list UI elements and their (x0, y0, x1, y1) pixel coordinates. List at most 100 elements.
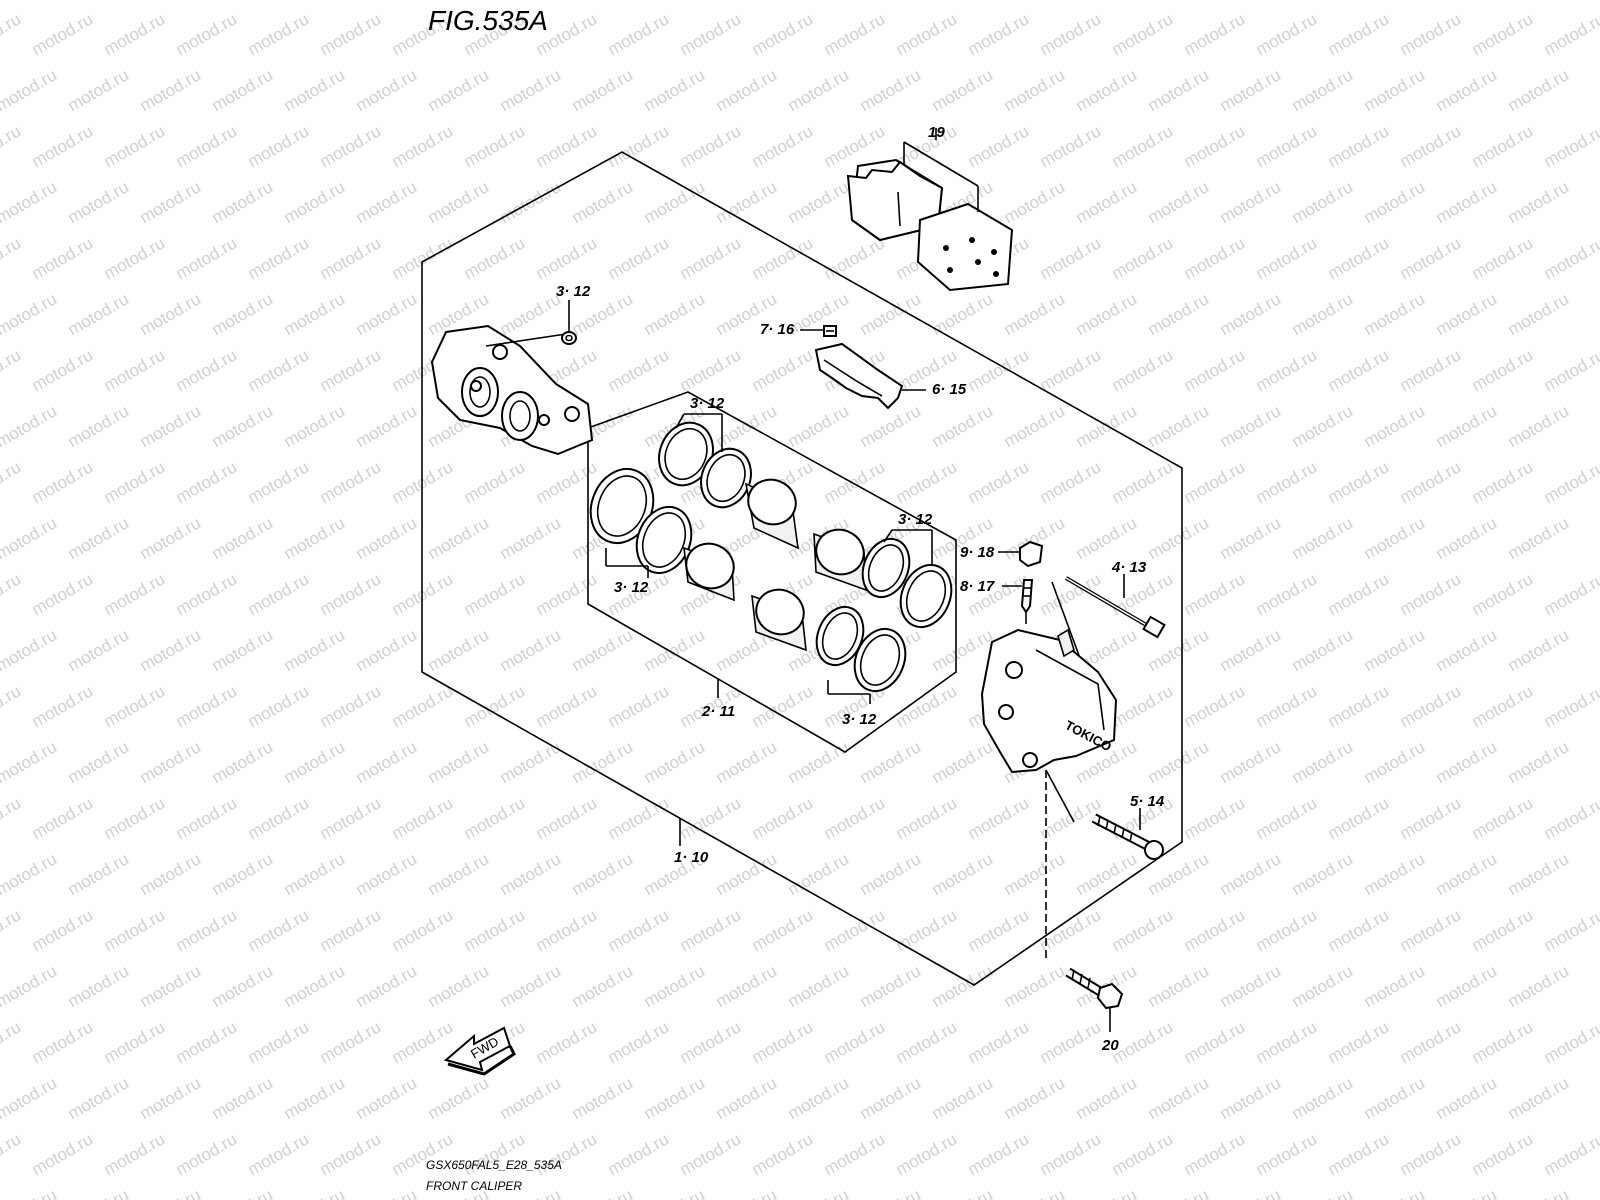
watermark-text: motod.ru (65, 737, 133, 787)
watermark-text: motod.ru (1181, 1129, 1249, 1179)
watermark-text: motod.ru (1145, 737, 1213, 787)
watermark-text: motod.ru (317, 905, 385, 955)
spring-screw[interactable] (823, 325, 837, 337)
watermark-text: motod.ru (1469, 9, 1537, 59)
piston-seals-right[interactable] (854, 532, 960, 635)
watermark-text: motod.ru (1397, 345, 1465, 395)
watermark-text: motod.ru (1289, 513, 1357, 563)
pad-spring[interactable] (814, 342, 904, 410)
watermark-text: motod.ru (641, 1185, 709, 1200)
watermark-text: motod.ru (245, 121, 313, 171)
watermark-text: motod.ru (1361, 401, 1429, 451)
watermark-text: motod.ru (137, 625, 205, 675)
watermark-text: motod.ru (461, 457, 529, 507)
watermark-text: motod.ru (101, 345, 169, 395)
watermark-text: motod.ru (1397, 1129, 1465, 1179)
watermark-text: motod.ru (281, 65, 349, 115)
watermark-text: motod.ru (569, 0, 637, 3)
watermark-text: motod.ru (497, 513, 565, 563)
piston-seals-bottom[interactable] (808, 600, 914, 699)
watermark-text: motod.ru (857, 737, 925, 787)
watermark-text: motod.ru (1181, 9, 1249, 59)
watermark-text: motod.ru (209, 737, 277, 787)
watermark-text: motod.ru (749, 793, 817, 843)
watermark-text: motod.ru (1217, 1073, 1285, 1123)
piston-seals-left[interactable] (580, 460, 701, 582)
watermark-text: motod.ru (29, 233, 97, 283)
pad-pin[interactable] (1064, 576, 1166, 639)
watermark-text: motod.ru (893, 905, 961, 955)
watermark-text: motod.ru (0, 737, 60, 787)
watermark-text: motod.ru (173, 121, 241, 171)
watermark-text: motod.ru (101, 1129, 169, 1179)
watermark-text: motod.ru (353, 289, 421, 339)
watermark-text: motod.ru (1505, 65, 1573, 115)
watermark-text: motod.ru (893, 1129, 961, 1179)
caliper-right-half[interactable]: TOKICO (980, 628, 1118, 774)
watermark-text: motod.ru (353, 0, 421, 3)
watermark-text: motod.ru (1505, 1185, 1573, 1200)
watermark-text: motod.ru (1217, 401, 1285, 451)
watermark-text: motod.ru (1325, 1017, 1393, 1067)
watermark-text: motod.ru (1541, 793, 1600, 843)
bleeder-screw[interactable] (1020, 579, 1034, 624)
watermark-text: motod.ru (641, 0, 709, 3)
caliper-bolt-5[interactable] (1091, 813, 1164, 860)
mounting-bolt-20[interactable] (1065, 967, 1124, 1010)
watermark-text: motod.ru (641, 289, 709, 339)
watermark-text: motod.ru (29, 905, 97, 955)
watermark-text: motod.ru (965, 9, 1033, 59)
watermark-text: motod.ru (1505, 513, 1573, 563)
watermark-text: motod.ru (1325, 345, 1393, 395)
watermark-text: motod.ru (1145, 1185, 1213, 1200)
watermark-text: motod.ru (0, 233, 24, 283)
watermark-text: motod.ru (605, 345, 673, 395)
watermark-text: motod.ru (1073, 401, 1141, 451)
caliper-left-half[interactable] (430, 324, 594, 456)
bleeder-cap[interactable] (1019, 540, 1044, 568)
watermark-text: motod.ru (0, 569, 24, 619)
watermark-text: motod.ru (1073, 65, 1141, 115)
watermark-text: motod.ru (137, 0, 205, 3)
watermark-text: motod.ru (317, 1017, 385, 1067)
watermark-text: motod.ru (1397, 793, 1465, 843)
watermark-text: motod.ru (1289, 401, 1357, 451)
watermark-text: motod.ru (1361, 65, 1429, 115)
watermark-text: motod.ru (317, 1129, 385, 1179)
watermark-text: motod.ru (965, 457, 1033, 507)
watermark-text: motod.ru (1469, 233, 1537, 283)
watermark-text: motod.ru (1001, 289, 1069, 339)
watermark-text: motod.ru (209, 961, 277, 1011)
watermark-text: motod.ru (1145, 289, 1213, 339)
watermark-text: motod.ru (1361, 289, 1429, 339)
callout-4-13: 4· 13 (1111, 559, 1147, 576)
watermark-text: motod.ru (425, 177, 493, 227)
pistons[interactable] (680, 473, 871, 652)
watermark-text: motod.ru (1325, 233, 1393, 283)
watermark-text: motod.ru (0, 121, 24, 171)
watermark-text: motod.ru (785, 177, 853, 227)
watermark-text: motod.ru (29, 793, 97, 843)
callout-3-12-ring-top: 3· 12 (690, 395, 725, 412)
brake-pad-set[interactable] (846, 128, 1014, 292)
watermark-text: motod.ru (209, 177, 277, 227)
watermark-text: motod.ru (713, 849, 781, 899)
watermark-text: motod.ru (137, 1185, 205, 1200)
watermark-text: motod.ru (1289, 1073, 1357, 1123)
watermark-text: motod.ru (245, 905, 313, 955)
washer-part-3[interactable] (561, 331, 577, 345)
watermark-text: motod.ru (533, 457, 601, 507)
watermark-text: motod.ru (893, 9, 961, 59)
watermark-text: motod.ru (0, 961, 60, 1011)
watermark-text: motod.ru (1505, 0, 1573, 3)
watermark-text: motod.ru (641, 961, 709, 1011)
watermark-text: motod.ru (353, 513, 421, 563)
watermark-text: motod.ru (245, 233, 313, 283)
watermark-text: motod.ru (497, 1073, 565, 1123)
callout-3-12-ring-left: 3· 12 (614, 579, 649, 596)
piston-seals-top[interactable] (650, 415, 760, 515)
watermark-text: motod.ru (1469, 345, 1537, 395)
watermark-text: motod.ru (965, 1129, 1033, 1179)
watermark-text: motod.ru (65, 289, 133, 339)
watermark-text: motod.ru (1289, 1185, 1357, 1200)
